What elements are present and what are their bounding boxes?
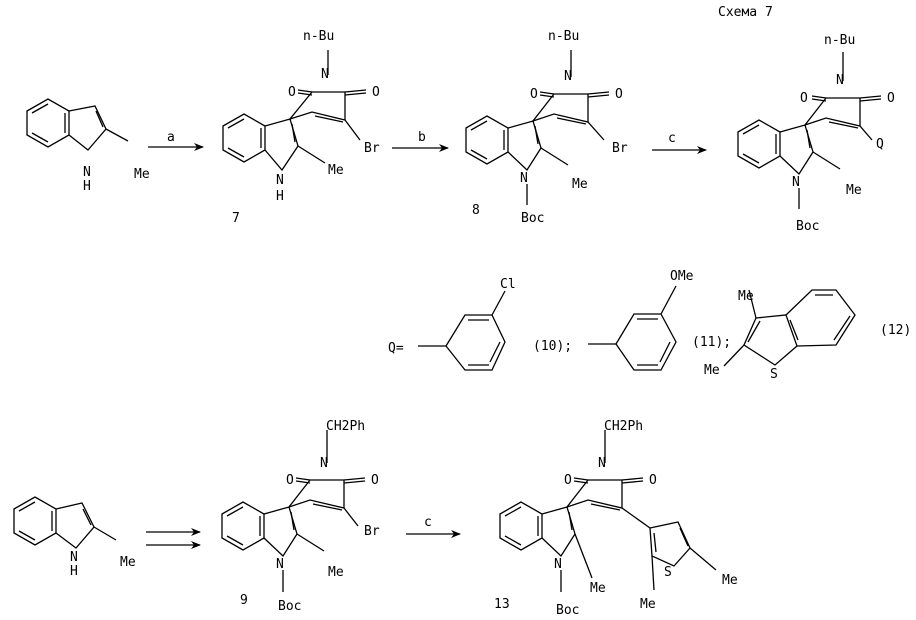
q10-number: (10);	[533, 339, 572, 354]
cmpd7-o2: O	[372, 85, 380, 100]
q-definition-label: Q=	[388, 341, 404, 356]
start3-h-label: H	[70, 564, 78, 579]
product-boc: Boc	[796, 219, 819, 234]
cmpd9-n: N	[320, 456, 328, 471]
cmpd13-me: Me	[590, 581, 606, 596]
starting-indole-row1	[27, 99, 128, 150]
product-o2: O	[887, 91, 895, 106]
cmpd7-nh: N	[276, 173, 284, 188]
q12-number: (12)	[880, 323, 911, 338]
start1-n-label: N	[83, 165, 91, 180]
start1-me-label: Me	[134, 167, 150, 182]
q-11-structure	[588, 286, 676, 370]
cmpd7-me: Me	[328, 163, 344, 178]
cmpd9-o2: O	[371, 473, 379, 488]
cmpd13-me-thiophene-2: Me	[722, 573, 738, 588]
cmpd8-n: N	[564, 69, 572, 84]
product-nbu: n-Bu	[824, 33, 855, 48]
cmpd8-o1: O	[530, 87, 538, 102]
cmpd9-me: Me	[328, 565, 344, 580]
product-n-indole: N	[792, 175, 800, 190]
product-me: Me	[846, 183, 862, 198]
cmpd7-n: N	[321, 67, 329, 82]
product-n: N	[836, 73, 844, 88]
cmpd13-s: S	[664, 565, 672, 580]
cmpd13-ch2ph: CH2Ph	[604, 419, 643, 434]
cmpd9-ch2ph: CH2Ph	[326, 419, 365, 434]
cmpd8-me: Me	[572, 177, 588, 192]
cmpd13-me-thiophene-1: Me	[640, 597, 656, 612]
cmpd9-boc: Boc	[278, 599, 301, 614]
cmpd8-n-indole: N	[520, 171, 528, 186]
cmpd9-n-indole: N	[276, 557, 284, 572]
compound-7-structure	[223, 50, 366, 170]
cmpd7-o1: O	[288, 85, 296, 100]
cmpd9-br: Br	[364, 524, 380, 539]
cmpd13-o1: O	[564, 473, 572, 488]
cmpd7-br: Br	[364, 141, 380, 156]
cmpd13-n: N	[598, 456, 606, 471]
cmpd8-nbu: n-Bu	[548, 29, 579, 44]
product-q: Q	[876, 137, 884, 152]
q11-number: (11);	[692, 335, 731, 350]
step-c-label-row1: c	[668, 131, 676, 146]
step-a-label: a	[167, 130, 175, 145]
step-b-label: b	[418, 130, 426, 145]
q11-ome: OMe	[670, 269, 694, 284]
cmpd13-o2: O	[649, 473, 657, 488]
cmpd9-o1: O	[286, 473, 294, 488]
q10-cl: Cl	[500, 277, 516, 292]
cmpd7-h: H	[276, 189, 284, 204]
q-10-structure	[418, 291, 505, 370]
start1-h-label: H	[83, 179, 91, 194]
compound-13-structure	[500, 430, 716, 592]
cmpd7-number: 7	[232, 211, 240, 226]
starting-indole-row3	[14, 497, 116, 548]
cmpd8-boc: Boc	[521, 211, 544, 226]
start3-me-label: Me	[120, 555, 136, 570]
cmpd13-number: 13	[494, 597, 510, 612]
q12-me-left: Me	[704, 363, 720, 378]
cmpd8-number: 8	[472, 203, 480, 218]
cmpd13-n-indole: N	[554, 557, 562, 572]
step-c-label-row3: c	[424, 515, 432, 530]
cmpd7-nbu: n-Bu	[303, 29, 334, 44]
start3-n-label: N	[70, 550, 78, 565]
product-o1: O	[800, 91, 808, 106]
scheme-title: Схема 7	[718, 5, 773, 20]
cmpd13-boc: Boc	[556, 603, 579, 618]
q12-me-top: Me	[738, 289, 754, 304]
cmpd8-br: Br	[612, 141, 628, 156]
cmpd8-o2: O	[615, 87, 623, 102]
cmpd9-number: 9	[240, 593, 248, 608]
q12-s: S	[770, 367, 778, 382]
